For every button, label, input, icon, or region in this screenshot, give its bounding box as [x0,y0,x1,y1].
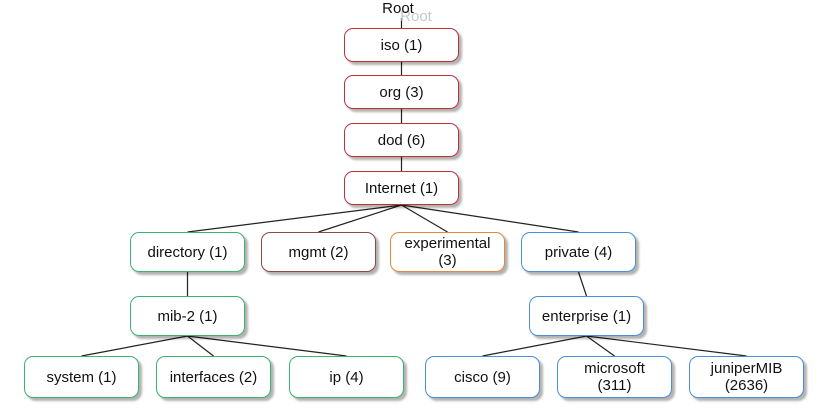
node-microsoft[interactable]: microsoft (311) [557,356,672,398]
edge-mib2-system [81,335,188,357]
node-dod[interactable]: dod (6) [344,123,459,157]
node-private[interactable]: private (4) [521,232,636,272]
edge-internet-private [401,204,579,233]
edge-private-enterprise [577,271,588,297]
node-system[interactable]: system (1) [24,356,139,398]
node-cisco[interactable]: cisco (9) [425,356,540,398]
node-iso[interactable]: iso (1) [344,28,459,62]
root-ghost-label: Root [400,8,432,25]
edge-mib2-ip [187,335,347,357]
edge-internet-experimental [401,204,448,233]
node-experimental[interactable]: experimental (3) [390,232,505,272]
node-directory[interactable]: directory (1) [130,232,245,272]
node-mib-2[interactable]: mib-2 (1) [130,296,245,336]
edge-internet-directory [187,204,402,233]
node-junipermib[interactable]: juniperMIB (2636) [689,356,804,398]
root-label: Root [382,0,414,17]
edge-enterprise-microsoft [586,335,615,357]
edge-enterprise-juniper [586,335,747,357]
node-org[interactable]: org (3) [344,75,459,109]
node-interfaces[interactable]: interfaces (2) [156,356,271,398]
edge-internet-mgmt [318,204,402,233]
edge-mib2-interfaces [187,335,214,357]
node-mgmt[interactable]: mgmt (2) [261,232,376,272]
node-internet[interactable]: Internet (1) [344,171,459,205]
node-ip[interactable]: ip (4) [289,356,404,398]
node-enterprise[interactable]: enterprise (1) [529,296,644,336]
edge-enterprise-cisco [482,335,587,357]
